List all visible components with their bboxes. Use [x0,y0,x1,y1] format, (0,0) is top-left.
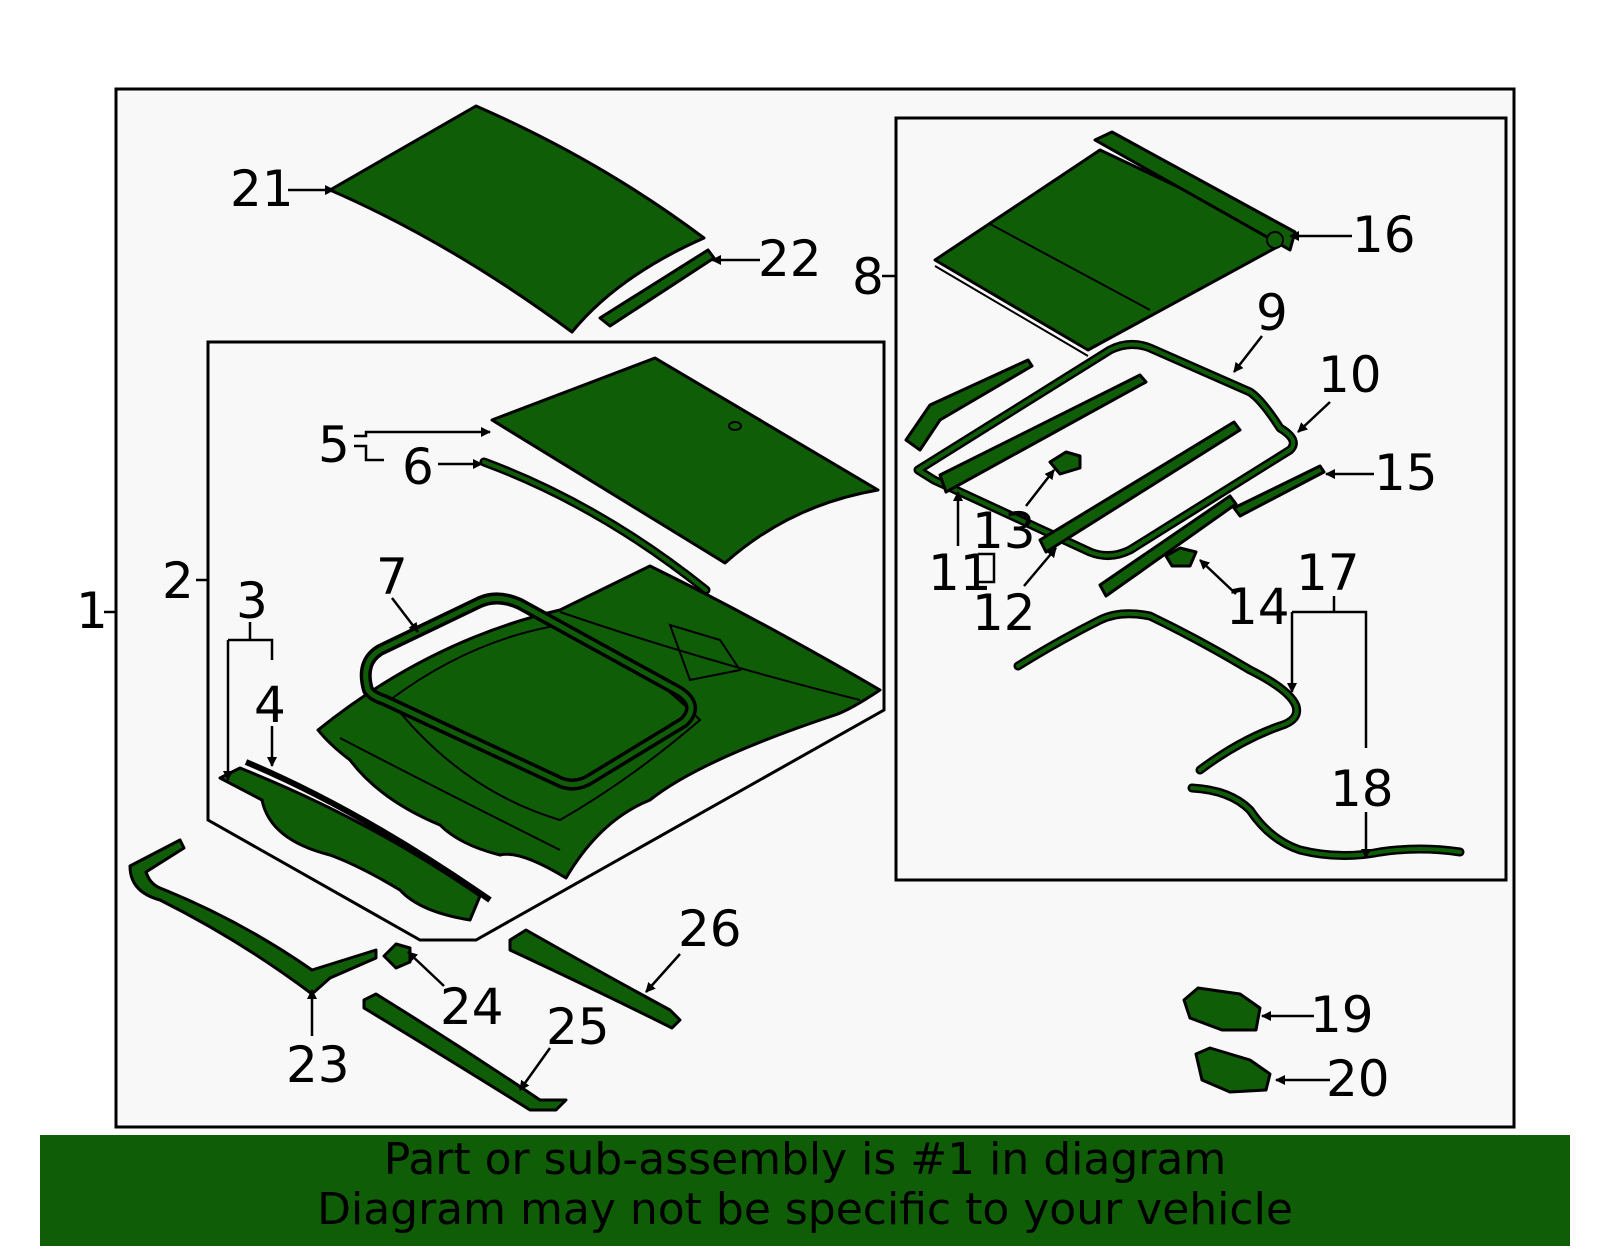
sunshade-edge [934,265,1089,357]
leader-11-bracket [978,552,996,584]
callout-6: 6 [402,438,434,496]
leader-3 [228,622,274,780]
reinforcement-rib-2 [559,611,861,701]
part-23-front-header [128,838,378,996]
part-17-drain-hose-inner [1016,611,1299,772]
callout-8: 8 [852,248,884,306]
part-16-pulley [1266,231,1284,249]
callout-26: 26 [678,900,742,958]
reinforcement-opening [388,623,702,822]
callout-21: 21 [230,160,294,218]
part-20-motor [1194,1046,1272,1094]
part-26-rear-bow [508,928,682,1030]
leader-26 [645,953,681,993]
part-12-track-right [1038,420,1242,554]
assembly-frame-8 [894,116,1508,882]
banner-line-2: Diagram may not be specific to your vehi… [317,1184,1293,1235]
part-14-bracket [1164,546,1198,568]
part-4-deflector-seal [244,759,492,903]
part-9-frame-ring-inner [916,342,1296,558]
callout-24: 24 [440,978,504,1036]
callout-23: 23 [286,1036,350,1094]
callout-12: 12 [972,584,1036,642]
disclaimer-banner: Part or sub-assembly is #1 in diagram Di… [40,1135,1570,1246]
callout-25: 25 [546,998,610,1056]
callout-4: 4 [254,676,286,734]
part-18-harness-inner [1190,786,1462,858]
assembly-frame-1 [114,87,1516,1129]
part-6-glass-seal-inner [482,460,708,592]
leader-24 [407,951,445,987]
callout-16: 16 [1352,206,1416,264]
leader-9 [1233,335,1263,373]
callout-15: 15 [1374,444,1438,502]
leader-13 [1025,469,1055,507]
banner-line-1: Part or sub-assembly is #1 in diagram [383,1134,1227,1185]
part-7-seal-ring-inner [363,596,694,787]
callout-11: 11 [928,544,992,602]
part-3-deflector [218,766,482,922]
part-25-rear-header [362,992,568,1112]
callout-18: 18 [1330,760,1394,818]
sunshade-fold [989,223,1151,311]
leader-12 [1023,547,1057,587]
callout-9: 9 [1256,284,1288,342]
part-13-bracket [1048,450,1082,476]
callout-14: 14 [1226,578,1290,636]
callout-22: 22 [758,230,822,288]
part-12-track-left [938,373,1148,494]
callout-7: 7 [376,548,408,606]
reinforcement-rib-1 [339,737,561,851]
callout-5: 5 [318,416,350,474]
leader-10 [1297,401,1331,433]
glass-hole [728,421,742,431]
callout-2: 2 [162,552,194,610]
part-15-link [1232,464,1326,518]
reinforcement-bracket [668,623,742,682]
part-11-guide-rail [904,358,1034,452]
callout-17: 17 [1296,544,1360,602]
callout-3: 3 [236,572,268,630]
callout-10: 10 [1318,346,1382,404]
leader-5 [354,427,491,438]
roof-reinforcement [316,564,882,880]
part-19-motor [1182,986,1262,1032]
callout-19: 19 [1310,986,1374,1044]
leader-7 [391,597,419,633]
leader-5-bracket [354,444,384,462]
assembly-frame-2 [206,340,886,942]
part-5-glass-panel [490,356,880,565]
part-14-track-lower [1098,494,1238,598]
leader-25 [518,1047,552,1091]
callout-20: 20 [1326,1050,1390,1108]
callout-13: 13 [972,502,1036,560]
callout-1: 1 [76,582,108,640]
part-21-roof-panel [328,104,706,334]
leader-17 [1292,596,1368,748]
leader-14 [1199,559,1237,595]
